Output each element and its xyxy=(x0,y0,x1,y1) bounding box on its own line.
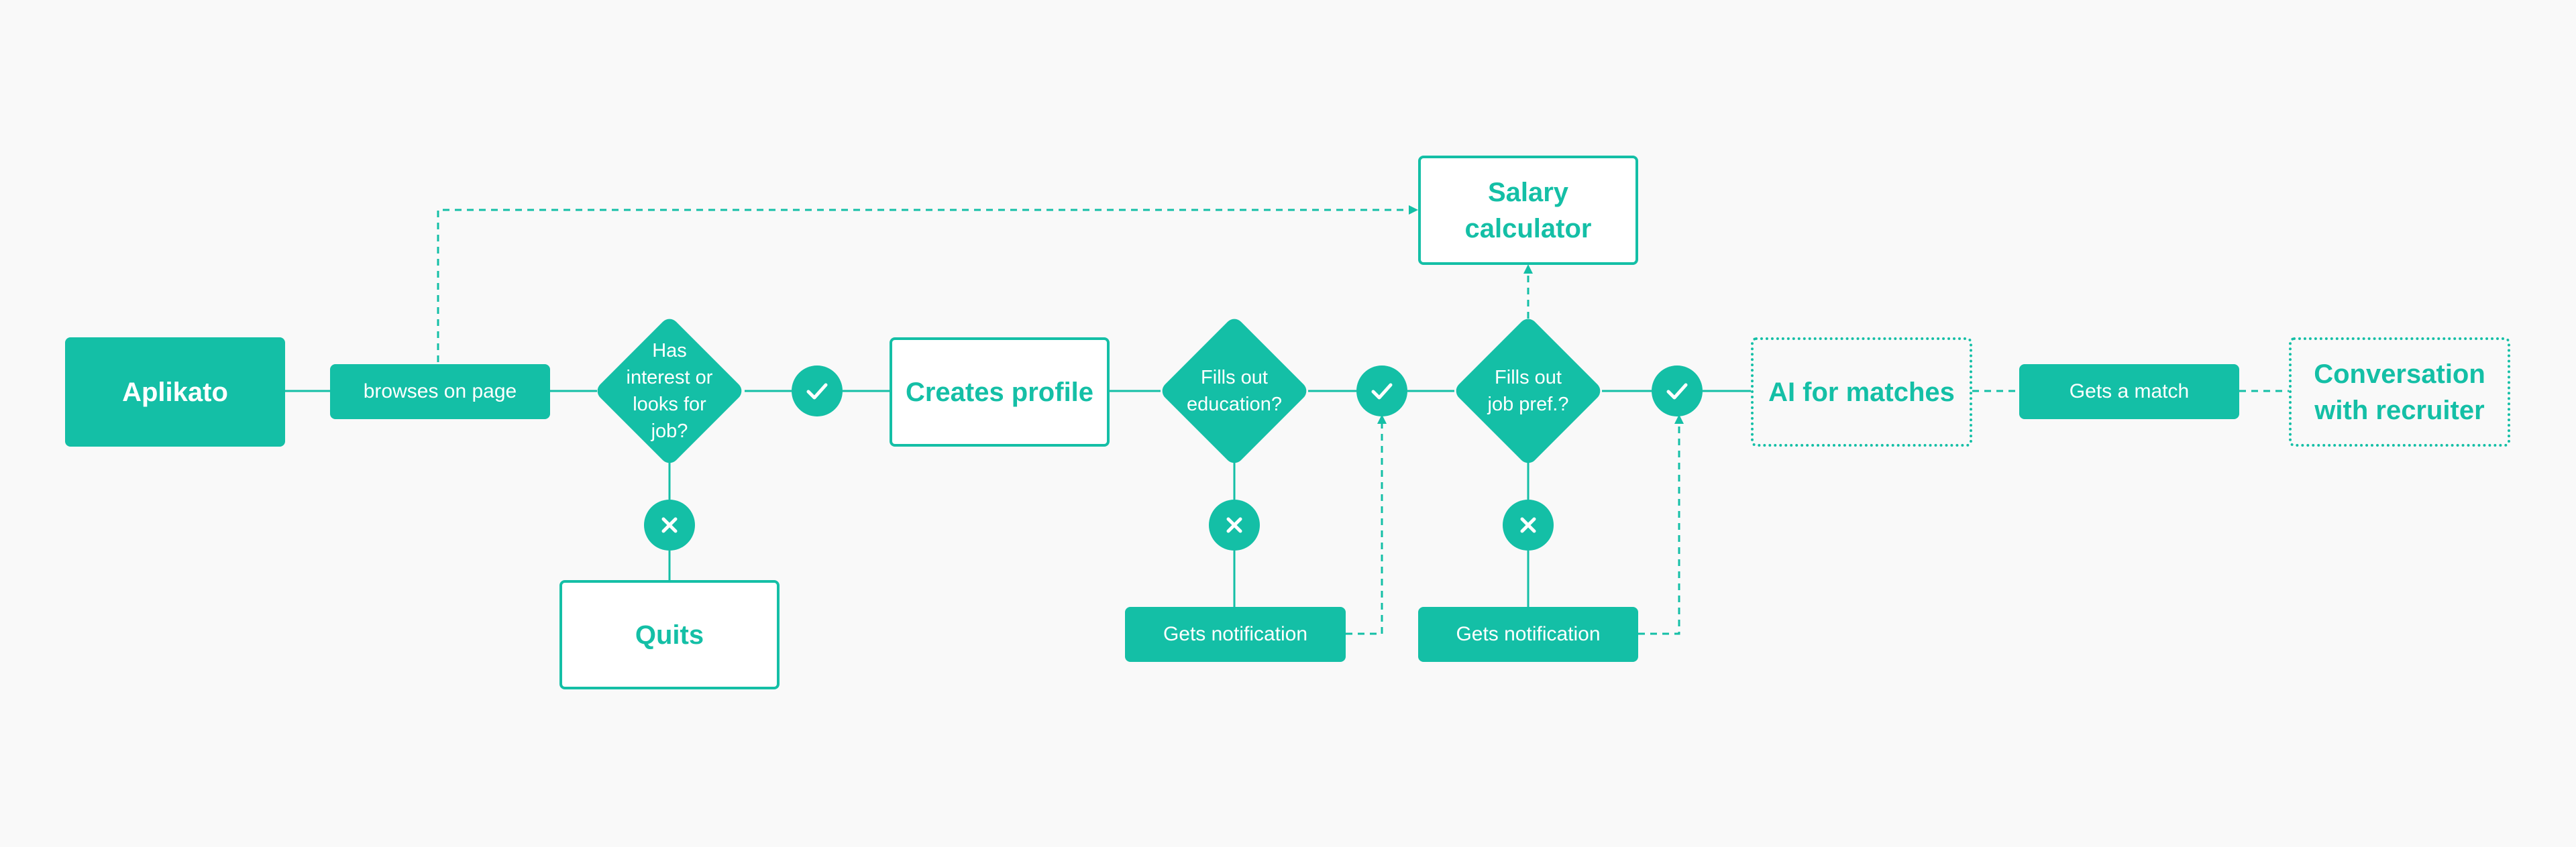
ai-matches-node: AI for matches xyxy=(1751,337,1972,447)
conversation-node: Conversation with recruiter xyxy=(2289,337,2510,447)
conversation-label-line-1: Conversation xyxy=(2314,359,2485,389)
arrow-head-icon xyxy=(1674,414,1684,424)
arrow-head-icon xyxy=(1409,205,1418,215)
x-icon xyxy=(1520,517,1536,533)
yes-circle-1 xyxy=(792,365,843,416)
creates-profile-label: Creates profile xyxy=(905,377,1094,407)
decision-interest-label: Has interest or looks for job? xyxy=(626,340,713,442)
check-icon xyxy=(806,383,828,400)
arrow-head-icon xyxy=(1377,414,1387,424)
browses-label: browses on page xyxy=(363,380,517,402)
browses-node: browses on page xyxy=(330,364,550,419)
start-label: Aplikato xyxy=(122,377,228,407)
creates-profile-node: Creates profile xyxy=(890,337,1110,447)
check-icon xyxy=(1666,383,1688,400)
salary-label-line-2: calculator xyxy=(1464,213,1592,243)
quits-label: Quits xyxy=(635,620,704,650)
gets-match-label: Gets a match xyxy=(2069,380,2190,402)
connector-notify1-yes xyxy=(1346,422,1383,635)
arrow-head-icon xyxy=(1523,264,1533,274)
salary-label-line-1: Salary xyxy=(1487,177,1569,207)
salary-calculator-node: Salary calculator xyxy=(1418,156,1638,265)
notification-label-1: Gets notification xyxy=(1163,623,1308,645)
ai-matches-label: AI for matches xyxy=(1768,377,1955,407)
notification-label-2: Gets notification xyxy=(1456,623,1601,645)
gets-match-node: Gets a match xyxy=(2019,364,2239,419)
x-icon xyxy=(661,517,678,533)
decision-education-label: Fills out education? xyxy=(1187,367,1282,415)
conversation-label-line-2: with recruiter xyxy=(2314,395,2485,425)
yes-circle-3 xyxy=(1652,365,1703,416)
yes-circle-2 xyxy=(1356,365,1407,416)
no-circle-3 xyxy=(1503,500,1554,551)
connector-browses-salary xyxy=(437,209,1409,362)
decision-jobpref-label: Fills out job pref.? xyxy=(1487,367,1569,415)
connector-notify2-yes xyxy=(1638,422,1680,635)
no-circle-1 xyxy=(644,500,695,551)
notification-node-1: Gets notification xyxy=(1125,607,1346,662)
check-icon xyxy=(1371,383,1393,400)
no-circle-2 xyxy=(1209,500,1260,551)
notification-node-2: Gets notification xyxy=(1418,607,1638,662)
quits-node: Quits xyxy=(559,580,780,689)
x-icon xyxy=(1226,517,1242,533)
start-node: Aplikato xyxy=(65,337,285,447)
